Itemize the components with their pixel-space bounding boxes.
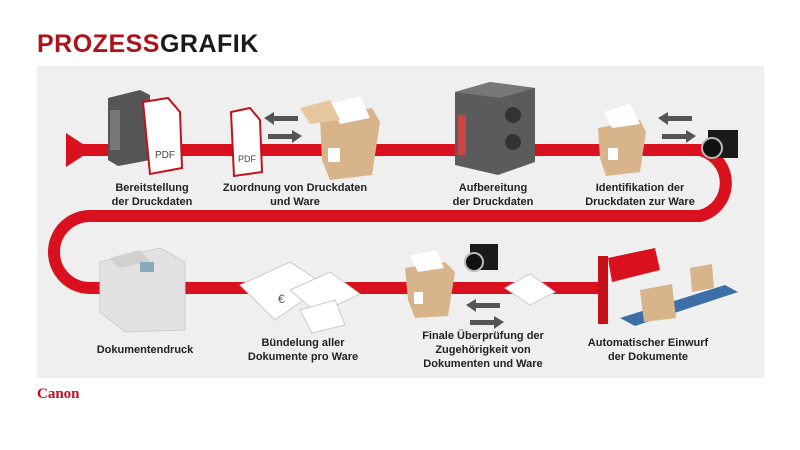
title-part-black: GRAFIK [159,30,259,58]
conveyor-icon [598,248,738,326]
label-line: Automatischer Einwurf [587,337,709,349]
label-line: Identifikation der [595,182,685,194]
box-icon [405,250,455,318]
label-line: Finale Überprüfung der [422,330,544,342]
step-label-dokumentendruck: Dokumentendruck [60,343,230,357]
svg-text:PDF: PDF [238,154,257,164]
title-part-red: PROZESS [37,30,160,58]
label-line: Bereitstellung [115,182,189,194]
label-line: Dokumentendruck [96,344,194,356]
svg-text:€: € [278,292,285,306]
page-title: PROZESSGRAFIK [37,30,259,59]
pdf-document-icon: PDF [229,106,264,178]
label-line: Aufbereitung [458,182,528,194]
step-label-einwurf: Automatischer Einwurf der Dokumente [563,336,733,364]
flow-path [48,144,732,294]
step-label-bereitstellung: Bereitstellung der Druckdaten [67,181,237,209]
label-line: Dokumente pro Ware [247,351,359,363]
label-line: Bündelung aller [261,337,345,349]
documents-icon [504,273,556,306]
label-line: Zuordnung von Druckdaten [222,182,368,194]
label-line: Zugehörigkeit von [435,344,531,356]
step-label-zuordnung: Zuordnung von Druckdaten und Ware [210,181,380,209]
step-label-aufbereitung: Aufbereitung der Druckdaten [408,181,578,209]
exchange-arrows-icon [466,299,504,329]
label-line: Druckdaten zur Ware [585,196,695,208]
label-line: der Druckdaten [111,196,193,208]
label-line: der Dokumente [607,351,689,363]
label-line: der Druckdaten [452,196,534,208]
camera-icon [701,130,738,159]
svg-text:PDF: PDF [155,150,175,161]
server-icon [108,90,150,166]
camera-icon [464,244,498,272]
pdf-document-icon: PDF [141,96,184,176]
canon-logo: Canon [37,386,80,402]
box-icon [300,96,380,180]
exchange-arrows-icon [264,112,302,143]
box-icon [598,104,646,176]
label-line: und Ware [270,196,320,208]
exchange-arrows-icon [658,112,696,143]
start-arrow-icon [66,133,92,167]
printer-icon [99,247,186,333]
documents-icon: € [239,261,361,334]
server-icon [455,82,535,175]
label-line: Dokumenten und Ware [423,358,543,370]
